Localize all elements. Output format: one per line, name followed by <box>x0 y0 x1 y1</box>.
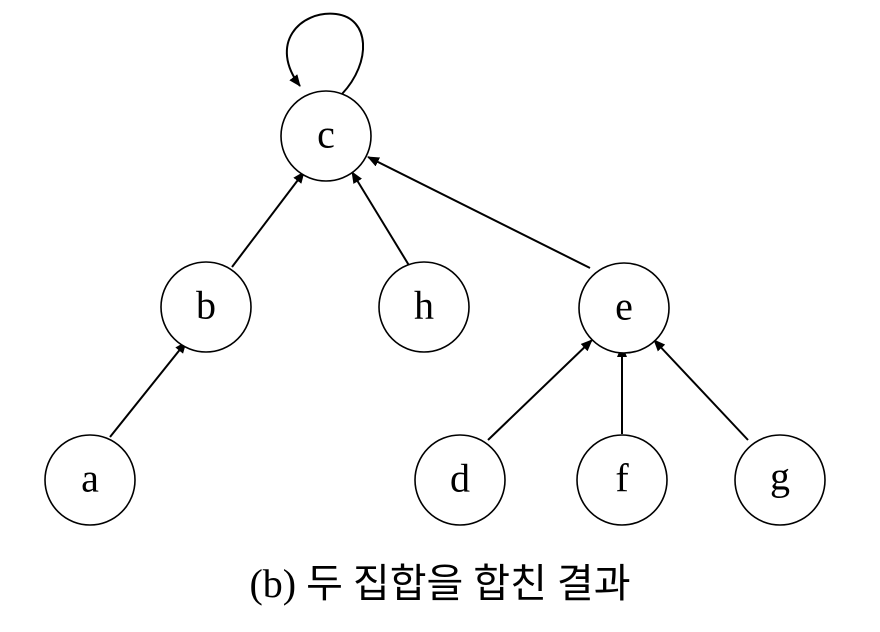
node-h-circle <box>378 261 470 353</box>
node-b-label: b <box>196 283 216 328</box>
node-d: d <box>414 434 506 526</box>
node-f: f <box>576 434 668 526</box>
edge-d-e <box>487 339 593 441</box>
node-g: g <box>734 434 826 526</box>
node-a-circle <box>44 434 136 526</box>
node-b-circle <box>160 261 252 353</box>
edge-h-c <box>351 171 411 268</box>
node-d-label: d <box>450 456 470 501</box>
edge-e-c <box>367 156 591 269</box>
edge-b-c <box>231 171 305 268</box>
node-g-label: g <box>770 454 790 499</box>
edge-c-self-loop <box>286 12 364 95</box>
node-e-label: e <box>615 284 633 329</box>
edge-g-e <box>653 339 749 441</box>
node-g-circle <box>734 434 826 526</box>
node-f-circle <box>576 434 668 526</box>
node-c: c <box>280 90 372 182</box>
figure-caption: (b) 두 집합을 합친 결과 <box>249 561 631 606</box>
node-d-circle <box>414 434 506 526</box>
node-c-circle <box>280 90 372 182</box>
node-a-label: a <box>81 456 99 501</box>
node-e-circle <box>578 262 670 354</box>
node-e: e <box>578 262 670 354</box>
node-f-label: f <box>615 456 629 501</box>
node-a: a <box>44 434 136 526</box>
node-c-label: c <box>317 112 335 157</box>
tree-diagram-canvas: c b h e a d f g <box>44 12 826 526</box>
node-h: h <box>378 261 470 353</box>
node-h-label: h <box>414 283 434 328</box>
node-b: b <box>160 261 252 353</box>
edge-a-b <box>109 341 187 438</box>
edges <box>109 12 749 441</box>
